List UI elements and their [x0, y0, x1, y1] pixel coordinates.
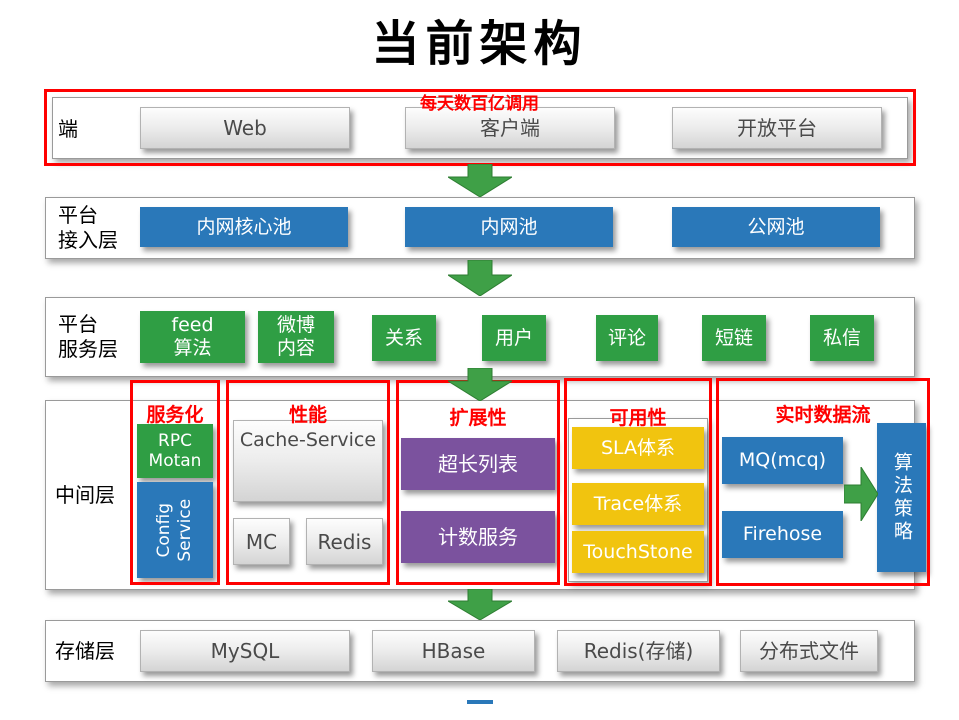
node-open-platform: 开放平台 — [672, 107, 882, 149]
node-short-links: 短链 — [702, 315, 766, 361]
node-mq-mcq: MQ(mcq) — [722, 437, 843, 484]
down-arrow-icon-4 — [446, 588, 514, 621]
node-mc: MC — [233, 518, 290, 565]
node-web: Web — [140, 107, 350, 149]
node-distributed-files: 分布式文件 — [740, 630, 878, 672]
node-private-messages: 私信 — [810, 315, 874, 361]
node-mysql: MySQL — [140, 630, 350, 672]
node-touchstone: TouchStone — [572, 531, 704, 573]
node-hbase: HBase — [372, 630, 535, 672]
client-row-label: 端 — [58, 117, 78, 141]
node-client-app: 客户端 — [405, 107, 615, 149]
node-algorithm-strategy: 算法策略 — [877, 423, 926, 572]
node-weibo-content: 微博 内容 — [258, 311, 334, 363]
down-arrow-icon-1 — [446, 163, 514, 198]
config-service-label: Config Service — [153, 498, 195, 562]
algorithm-strategy-label: 算法策略 — [890, 451, 913, 544]
footer-accent-bar — [467, 700, 493, 704]
group-availability-title: 可用性 — [609, 407, 667, 429]
page-title: 当前架构 — [371, 16, 588, 72]
node-cache-service: Cache-Service — [233, 420, 383, 502]
node-firehose: Firehose — [722, 511, 843, 558]
group-scalability-title: 扩展性 — [449, 407, 507, 429]
node-redis-storage: Redis(存储) — [557, 630, 720, 672]
node-public-pool: 公网池 — [672, 207, 880, 247]
node-config-service: Config Service — [137, 482, 213, 578]
access-row-label: 平台 接入层 — [58, 203, 118, 252]
down-arrow-icon-2 — [446, 259, 514, 297]
node-sla-system: SLA体系 — [572, 427, 704, 469]
node-feed-algorithm: feed 算法 — [140, 311, 245, 363]
group-realtime-title: 实时数据流 — [775, 404, 871, 426]
node-redis-cache: Redis — [306, 518, 383, 565]
node-rpc-motan: RPC Motan — [137, 424, 213, 478]
middle-row-label: 中间层 — [55, 483, 115, 507]
down-arrow-icon-3 — [446, 367, 514, 402]
storage-row-label: 存储层 — [55, 639, 115, 663]
node-comments: 评论 — [596, 315, 658, 361]
group-performance-title: 性能 — [288, 404, 327, 426]
node-counting-service: 计数服务 — [401, 511, 555, 563]
node-intranet-core-pool: 内网核心池 — [140, 207, 348, 247]
calls-per-day-annotation: 每天数百亿调用 — [420, 94, 539, 114]
node-trace-system: Trace体系 — [572, 483, 704, 525]
right-arrow-icon — [843, 465, 879, 523]
service-row-label: 平台 服务层 — [58, 312, 118, 361]
group-servitization-title: 服务化 — [146, 404, 204, 426]
node-intranet-pool: 内网池 — [405, 207, 613, 247]
node-long-list: 超长列表 — [401, 438, 555, 490]
node-users: 用户 — [482, 315, 546, 361]
node-relations: 关系 — [372, 315, 436, 361]
